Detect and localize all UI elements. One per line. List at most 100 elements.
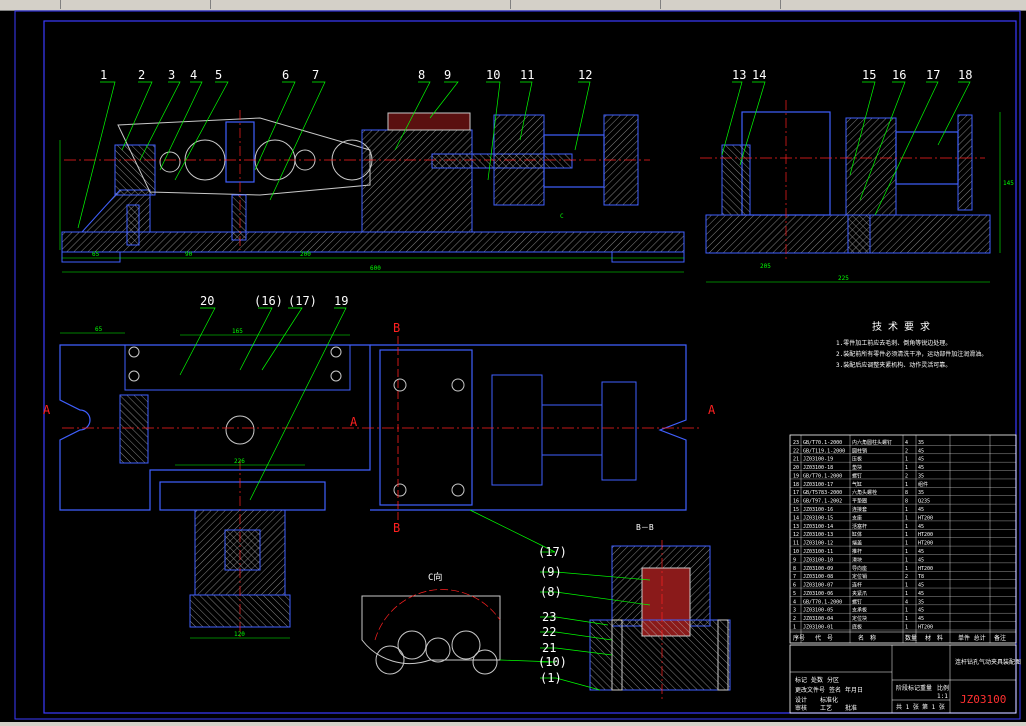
plan-bolt: [330, 370, 342, 382]
bom-cell-mat: HT200: [918, 532, 933, 538]
bom-cell-mat: 35: [918, 599, 924, 605]
bom-cell-name: 螺钉: [852, 598, 862, 605]
bom-header-code: 代 号: [815, 634, 833, 642]
bom-cell-no: 2: [793, 616, 796, 622]
c-view-circle: [472, 649, 498, 675]
bom-cell-mat: HT200: [918, 515, 933, 521]
dim-text: 120: [234, 631, 245, 638]
plan-bolt: [451, 378, 465, 392]
section-mark-b: B: [393, 521, 400, 535]
bom-cell-mat: 45: [918, 616, 924, 622]
plan-cylinder-body: [541, 404, 603, 456]
bom-cell-no: 14: [793, 515, 799, 521]
bom-cell-qty: 1: [905, 465, 908, 471]
tb-role: 标准化: [820, 696, 838, 704]
section-view-a[interactable]: 226 120: [159, 458, 326, 640]
c-view-circle: [425, 637, 451, 663]
bom-cell-code: GB/T119.1-2000: [803, 448, 845, 454]
section-view-bb[interactable]: B－B: [589, 523, 731, 700]
tb-row-labels: 标记处数分区: [795, 676, 839, 684]
view-c[interactable]: C向: [361, 571, 501, 675]
bom-cell-no: 8: [793, 566, 796, 572]
tech-req-title: 技 术 要 求: [872, 320, 930, 333]
plan-bolt: [393, 483, 407, 497]
bom-cell-qty: 2: [905, 574, 908, 580]
front-view[interactable]: 65 90 200 600 C: [59, 110, 685, 273]
lower-insert: [224, 529, 261, 571]
toolbar-segment[interactable]: [510, 0, 661, 9]
bom-cell-qty: 1: [905, 566, 908, 572]
title-block[interactable]: 标记处数分区 更改文件号签名年月日 设计 标准化 审核 工艺 批准 阶段标记 重…: [789, 644, 1021, 714]
bom-cell-code: GB/T70.1-2000: [803, 440, 842, 446]
bom-cell-code: JZ03100-15: [803, 515, 833, 521]
bom-cell-code: GB/T70.1-2000: [803, 473, 842, 479]
c-view-arc: [374, 589, 501, 641]
callout-label: 15: [862, 68, 876, 82]
bom-cell-qty: 8: [905, 490, 908, 496]
bom-cell-mat: 35: [918, 473, 924, 479]
side-bushing: [847, 214, 871, 254]
bom-cell-mat: T8: [918, 574, 924, 580]
toolbar-segment[interactable]: [0, 0, 61, 9]
bom-cell-mat: 45: [918, 448, 924, 454]
bom-cell-name: 底板: [852, 624, 862, 631]
bom-cell-name: 缸体: [852, 531, 862, 538]
callout-label: (10): [538, 655, 567, 669]
plan-bolt: [128, 370, 140, 382]
bom-cell-code: GB/T5783-2000: [803, 490, 842, 496]
bom-cell-code: JZ03100-14: [803, 524, 833, 530]
bom-cell-qty: 1: [905, 549, 908, 555]
bom-header-mat: 材 料: [925, 634, 943, 642]
bom-cell-no: 17: [793, 490, 799, 496]
plan-bolt: [451, 483, 465, 497]
toolbar-segment[interactable]: [660, 0, 781, 9]
dim-text: 205: [760, 263, 771, 270]
bom-cell-qty: 1: [905, 532, 908, 538]
bom-cell-no: 20: [793, 465, 799, 471]
bom-cell-name: 平垫圈: [852, 498, 867, 505]
section-mark-a: A: [43, 403, 51, 417]
plan-base-outline: [59, 344, 371, 511]
bom-cell-qty: 1: [905, 507, 908, 513]
plan-view[interactable]: 65 165 A A A B B: [43, 321, 716, 535]
plan-bolt: [330, 346, 342, 358]
bom-cell-mat: 45: [918, 549, 924, 555]
toolbar-segment[interactable]: [60, 0, 211, 9]
bom-cell-name: 支座: [852, 514, 862, 521]
bom-cell-code: JZ03100-10: [803, 557, 833, 563]
callout-label: 23: [542, 610, 556, 624]
bom-cell-name: 六角头螺栓: [852, 489, 877, 496]
tb-weight: 重量: [920, 684, 932, 692]
toolbar-segment[interactable]: [210, 0, 511, 9]
bom-cell-qty: 2: [905, 473, 908, 479]
bom-cell-name: 定位块: [852, 615, 867, 622]
bom-cell-mat: Q235: [918, 499, 930, 505]
bom-cell-mat: 45: [918, 608, 924, 614]
view-arrow-label: C: [560, 213, 564, 220]
callout-label: 7: [312, 68, 319, 82]
callout-label: 13: [732, 68, 746, 82]
callout-label: (9): [540, 565, 562, 579]
bom-cell-no: 4: [793, 599, 796, 605]
side-view[interactable]: 225 205 145: [700, 100, 1014, 283]
callout-label: 19: [334, 294, 348, 308]
plan-jaw: [119, 394, 149, 464]
bom-cell-name: 连接套: [852, 506, 867, 513]
tb-row-labels: 更改文件号签名年月日: [795, 686, 863, 694]
bom-cell-name: 滑块: [852, 556, 862, 563]
bom-cell-qty: 4: [905, 440, 908, 446]
dim-text: 65: [92, 251, 100, 258]
part-callouts[interactable]: 1 2 3 4 5 6 7 8 9 10 11 12 13 14 15 16 1…: [77, 68, 972, 691]
callout-label: 11: [520, 68, 534, 82]
section-mark-a: A: [350, 415, 358, 429]
bom-cell-code: JZ03100-12: [803, 541, 833, 547]
bom-cell-name: 支承板: [852, 607, 867, 614]
callout-label: 12: [578, 68, 592, 82]
dim-text: 65: [95, 326, 103, 333]
bom-cell-mat: 45: [918, 524, 924, 530]
drawing-title: 连杆钻孔气动夹具装配图: [955, 658, 1021, 666]
bom-cell-qty: 1: [905, 583, 908, 589]
